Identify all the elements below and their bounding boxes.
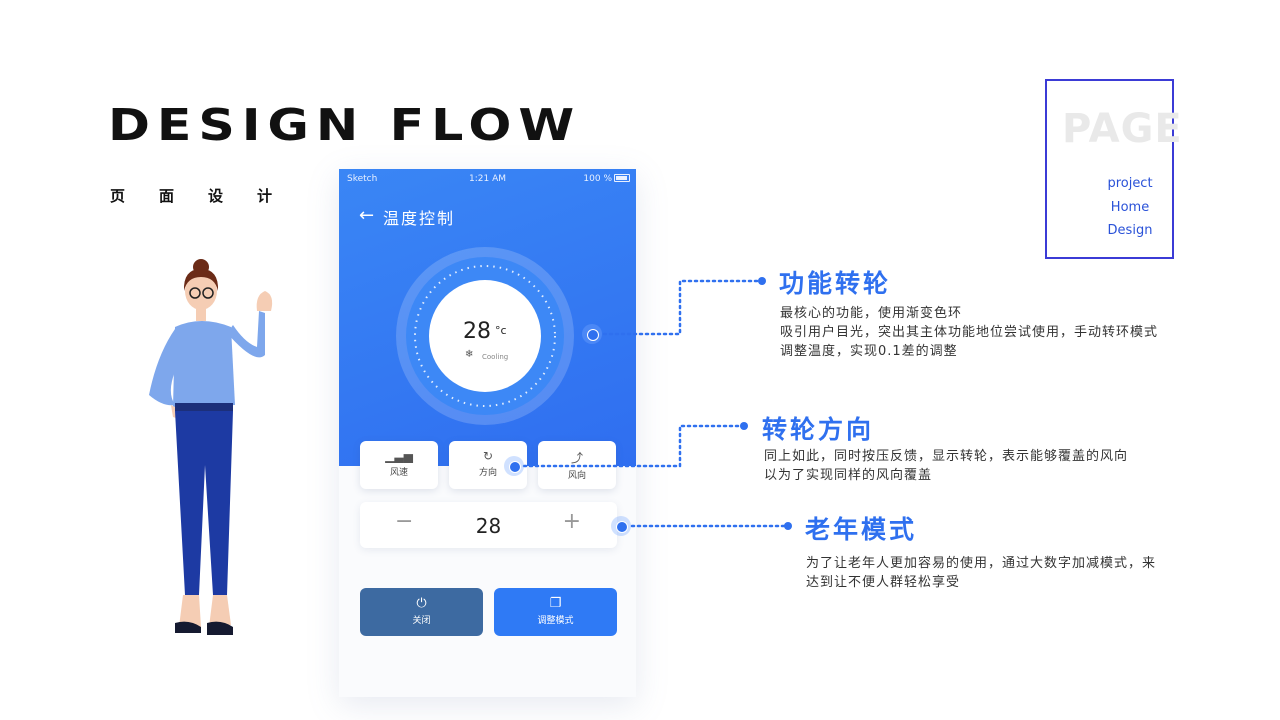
wind-direction-icon: ⤴ bbox=[570, 451, 583, 465]
mode-label: Cooling bbox=[482, 353, 509, 361]
signal-bars-icon: ▁▃▅ bbox=[385, 449, 413, 463]
page-title: DESIGN FLOW bbox=[108, 100, 582, 151]
subtitle-char: 页 bbox=[110, 187, 126, 205]
copy-icon: ❐ bbox=[549, 596, 562, 611]
page-info-line: Design bbox=[1107, 223, 1153, 238]
connector-end-dot bbox=[758, 277, 766, 285]
annotation-text: 最核心的功能，使用渐变色环 吸引用户目光，突出其主体功能地位尝试使用，手动转环模… bbox=[780, 304, 1158, 361]
stepper-value: 28 bbox=[475, 514, 502, 538]
annotation-line: 以为了实现同样的风向覆盖 bbox=[764, 468, 933, 483]
fan-speed-button[interactable]: ▁▃▅ 风速 bbox=[360, 441, 438, 489]
annotation-line: 调整温度，实现0.1差的调整 bbox=[780, 344, 958, 359]
rotate-icon: ↻ bbox=[482, 449, 494, 463]
battery-percent: 100 % bbox=[583, 174, 612, 184]
decrease-button[interactable]: − bbox=[395, 509, 414, 534]
annotation-title: 转轮方向 bbox=[762, 415, 875, 444]
dial-center bbox=[429, 280, 541, 392]
page-info-line: project bbox=[1107, 176, 1153, 191]
screen-title: 温度控制 bbox=[383, 209, 456, 228]
power-off-label: 关闭 bbox=[412, 616, 431, 626]
subtitle-char: 计 bbox=[257, 187, 273, 205]
page-info-lines: project Home Design bbox=[1090, 172, 1170, 243]
status-bar: Sketch 1:21 AM 100 % bbox=[339, 169, 636, 189]
annotation-line: 吸引用户目光，突出其主体功能地位尝试使用，手动转环模式 bbox=[780, 325, 1159, 340]
power-icon: ⏻ bbox=[416, 596, 427, 611]
temperature-value: 28 bbox=[463, 319, 491, 344]
adjust-mode-button[interactable]: ❐ 调整模式 bbox=[494, 588, 617, 636]
phone-mockup: Sketch 1:21 AM 100 % ← 温度控制 28 °c ❄ Cool… bbox=[339, 169, 636, 697]
annotation-text: 为了让老年人更加容易的使用，通过大数字加减模式，来 达到让不便人群轻松享受 bbox=[806, 554, 1156, 592]
arrow-left-icon[interactable]: ← bbox=[359, 205, 375, 226]
page-info-box bbox=[1045, 79, 1174, 259]
power-off-button[interactable]: ⏻ 关闭 bbox=[360, 588, 483, 636]
mode-button-label: 方向 bbox=[478, 468, 497, 478]
page-watermark: PAGE bbox=[1062, 106, 1183, 152]
annotation-line: 为了让老年人更加容易的使用，通过大数字加减模式，来 bbox=[806, 556, 1157, 571]
temperature-stepper: − 28 + bbox=[360, 502, 617, 548]
adjust-mode-label: 调整模式 bbox=[537, 616, 574, 626]
mode-button-label: 风向 bbox=[567, 471, 586, 481]
annotation-title: 老年模式 bbox=[805, 515, 918, 544]
connector-end-dot bbox=[740, 422, 748, 430]
battery-icon bbox=[614, 174, 630, 182]
subtitle-char: 面 bbox=[159, 187, 175, 205]
woman-illustration bbox=[149, 259, 273, 635]
annotation-marker bbox=[504, 456, 524, 476]
annotation-title: 功能转轮 bbox=[779, 269, 892, 298]
dial-tick-marks bbox=[414, 265, 556, 407]
page-info-line: Home bbox=[1110, 199, 1150, 215]
annotation-marker bbox=[611, 516, 631, 536]
page-subtitle: 页 面 设 计 bbox=[110, 185, 272, 206]
snowflake-icon: ❄ bbox=[465, 349, 474, 360]
temperature-unit: °c bbox=[495, 324, 507, 337]
connector-end-dot bbox=[784, 522, 792, 530]
subtitle-char: 设 bbox=[208, 187, 224, 205]
increase-button[interactable]: + bbox=[562, 509, 581, 534]
annotation-line: 最核心的功能，使用渐变色环 bbox=[780, 306, 963, 321]
annotation-line: 同上如此，同时按压反馈，显示转轮，表示能够覆盖的风向 bbox=[764, 449, 1129, 464]
annotation-line: 达到让不便人群轻松享受 bbox=[806, 575, 961, 590]
annotation-marker bbox=[582, 324, 602, 344]
annotation-text: 同上如此，同时按压反馈，显示转轮，表示能够覆盖的风向 以为了实现同样的风向覆盖 bbox=[764, 447, 1128, 485]
mode-button-label: 风速 bbox=[389, 468, 408, 478]
carrier-label: Sketch bbox=[347, 174, 378, 184]
status-time: 1:21 AM bbox=[469, 174, 506, 184]
